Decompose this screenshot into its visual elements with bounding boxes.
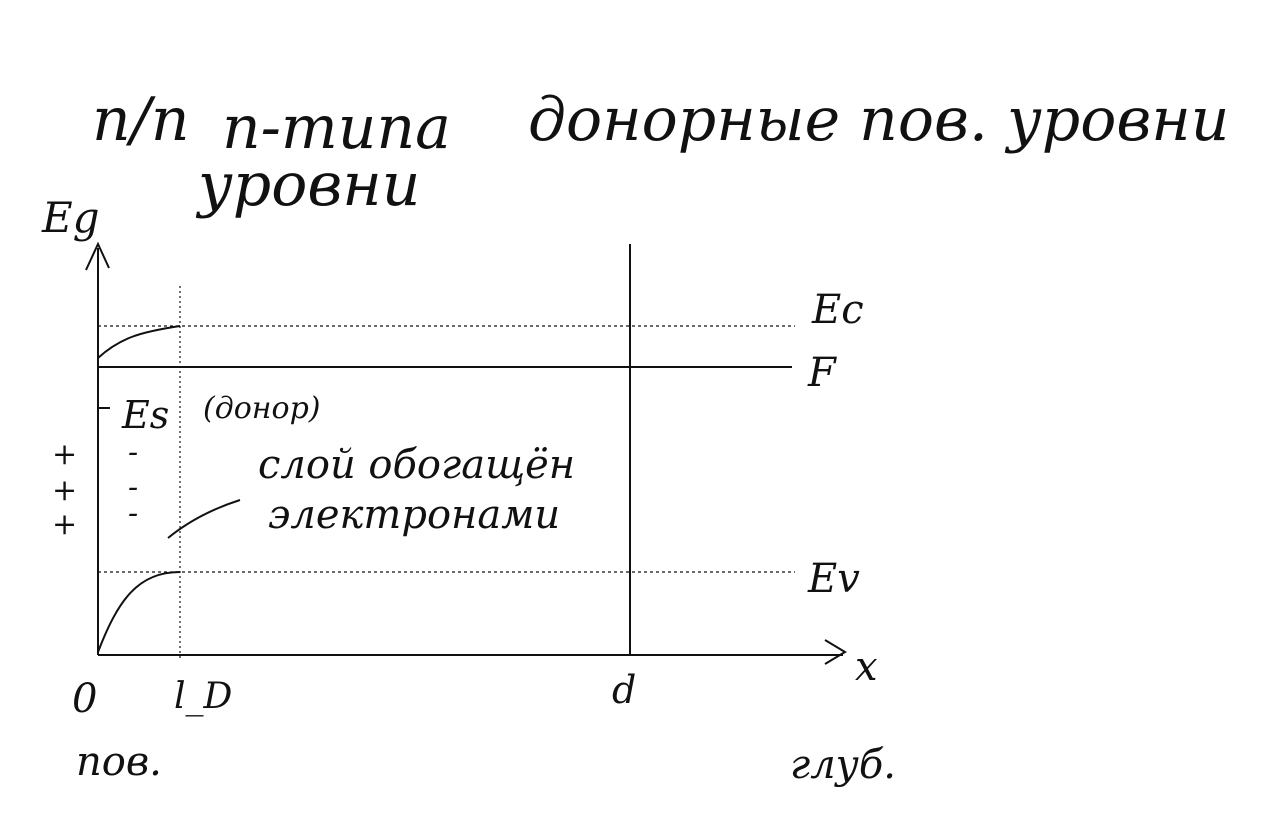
ev-bending-curve [97,571,181,653]
minus-sign: - [128,470,138,505]
donor-label: (донор) [203,391,321,426]
plus-sign: + [52,473,77,508]
d-label: d [612,668,636,712]
fermi-label: F [807,350,837,396]
ld-label: l_D [174,676,233,717]
ev-label: Ev [807,556,860,602]
ec-label: Ec [811,287,864,333]
layer-note-line2: электронами [268,492,560,538]
layer-note-line1: слой обогащён [258,442,575,488]
ec-bending-curve [97,325,181,359]
surface-label: пов. [76,739,162,785]
minus-sign: - [128,435,138,470]
header-levels: донорные пов. уровни [528,85,1229,155]
header-line2: уровни [195,150,420,220]
depth-label: глуб. [790,742,896,788]
x-axis-label: x [855,644,878,690]
es-label: Es [121,393,169,437]
header-kind: n-типа [222,93,451,163]
plus-sign: + [52,437,77,472]
minus-sign: - [128,496,138,531]
x-axis-arrow [824,639,847,665]
y-axis-label: Eg [41,193,100,242]
origin-label: 0 [72,676,97,722]
plus-sign: + [52,507,77,542]
header-type: п/п [92,85,190,155]
layer-pointer-stroke [167,499,241,539]
y-axis-arrow [85,241,110,271]
